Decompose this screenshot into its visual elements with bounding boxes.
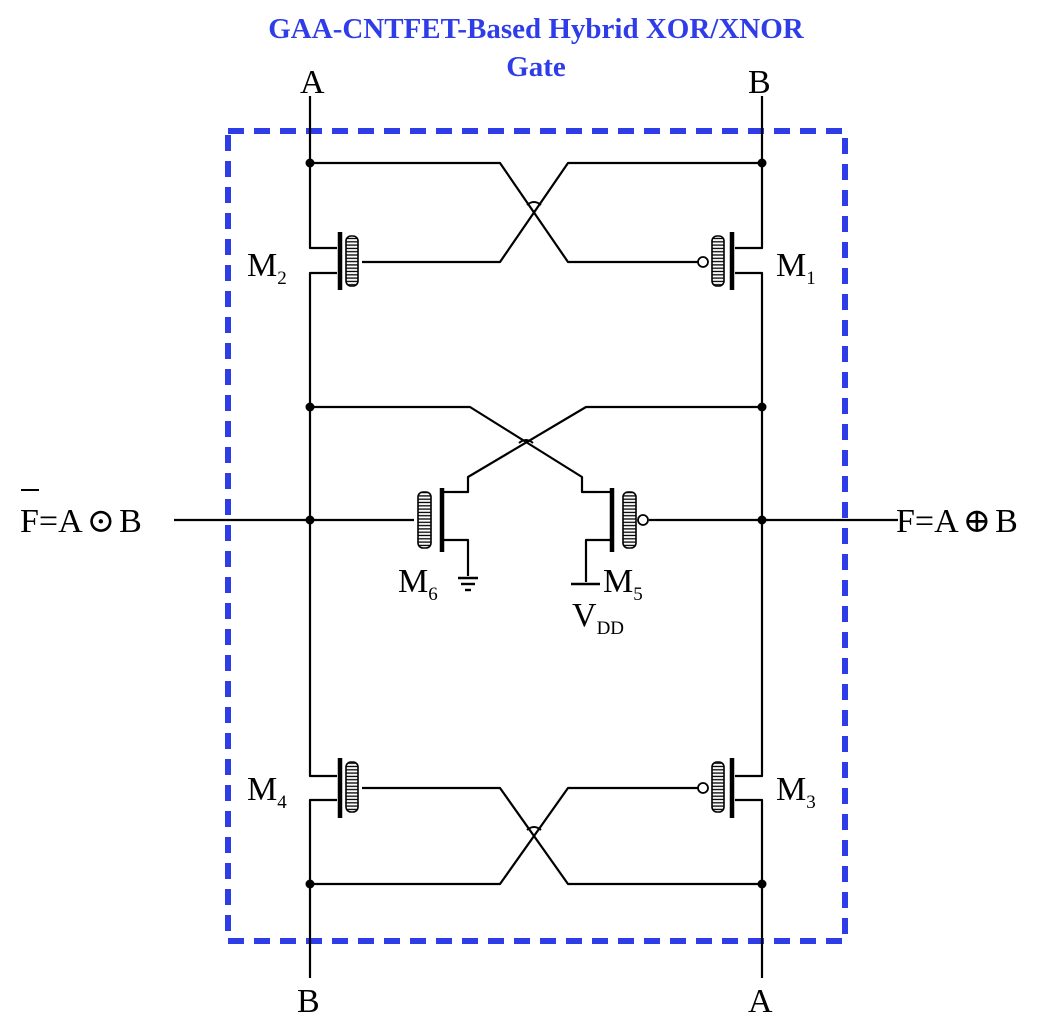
- xnor-output-label: F=A⊙B: [20, 503, 142, 540]
- m1-source: [735, 271, 764, 283]
- m4-label: M4: [247, 771, 287, 813]
- pin-label-bottom-b: B: [297, 983, 320, 1020]
- m3-label: M3: [776, 771, 816, 813]
- wires: [174, 96, 898, 978]
- vdd-label: VDD: [572, 597, 624, 639]
- m4-source: [308, 798, 337, 812]
- junction-left-bottom: [305, 879, 315, 889]
- xor-output-label: F=A⊕B: [896, 503, 1018, 540]
- m2-label: M2: [247, 247, 287, 289]
- m6-source: [444, 538, 470, 576]
- m5-gate-coil-icon: [622, 491, 637, 549]
- m2-gate-coil-icon: [345, 235, 359, 287]
- m6-gate-coil-icon: [417, 491, 432, 549]
- junction-left-top: [305, 158, 315, 168]
- m1-label: M1: [776, 247, 816, 289]
- m5-label: M5: [603, 563, 643, 605]
- top-cross-wire-1: [310, 161, 700, 264]
- junction-right-bottom: [757, 879, 767, 889]
- junction-right-top: [757, 158, 767, 168]
- m1-gate-coil-icon: [711, 235, 725, 287]
- m5-source: [584, 538, 610, 582]
- top-cross-wire-2: [362, 161, 762, 264]
- junction-dots: [305, 158, 767, 889]
- m3-gate-bubble: [697, 782, 709, 794]
- pin-label-top-a: A: [300, 64, 325, 101]
- inversion-bubbles: [637, 256, 709, 794]
- crossing-hops: [518, 201, 542, 831]
- m2-drain: [308, 236, 337, 250]
- m1-gate-bubble: [697, 256, 709, 268]
- middle-cross-wire-2: [452, 405, 762, 494]
- junction-left-output: [305, 515, 315, 525]
- m4-gate-coil-icon: [345, 761, 359, 813]
- pin-label-top-b: B: [748, 64, 771, 101]
- diagram-title-line-2: Gate: [506, 51, 566, 83]
- diagram-title-line-1: GAA-CNTFET-Based Hybrid XOR/XNOR: [268, 13, 804, 45]
- middle-cross-hop: [518, 439, 534, 444]
- junction-right-output: [757, 515, 767, 525]
- module-boundary: [225, 128, 848, 944]
- m2-source: [308, 271, 337, 283]
- middle-cross-wire-1: [310, 405, 598, 494]
- m3-gate-coil-icon: [711, 761, 725, 813]
- m5-gate-bubble: [637, 514, 649, 526]
- m4-drain: [308, 766, 337, 778]
- m6-label: M6: [398, 563, 438, 605]
- top-cross-hop: [526, 201, 542, 206]
- m1-drain: [735, 236, 764, 250]
- bottom-cross-wire-1: [310, 786, 700, 886]
- m3-drain: [735, 766, 764, 778]
- junction-left-mid-upper: [305, 402, 315, 412]
- gaa-gate-coils: [345, 235, 725, 813]
- bottom-cross-wire-2: [362, 786, 762, 886]
- m3-source: [735, 798, 764, 812]
- pin-label-bottom-a: A: [748, 983, 773, 1020]
- bottom-cross-hop: [526, 826, 542, 831]
- junction-right-mid-upper: [757, 402, 767, 412]
